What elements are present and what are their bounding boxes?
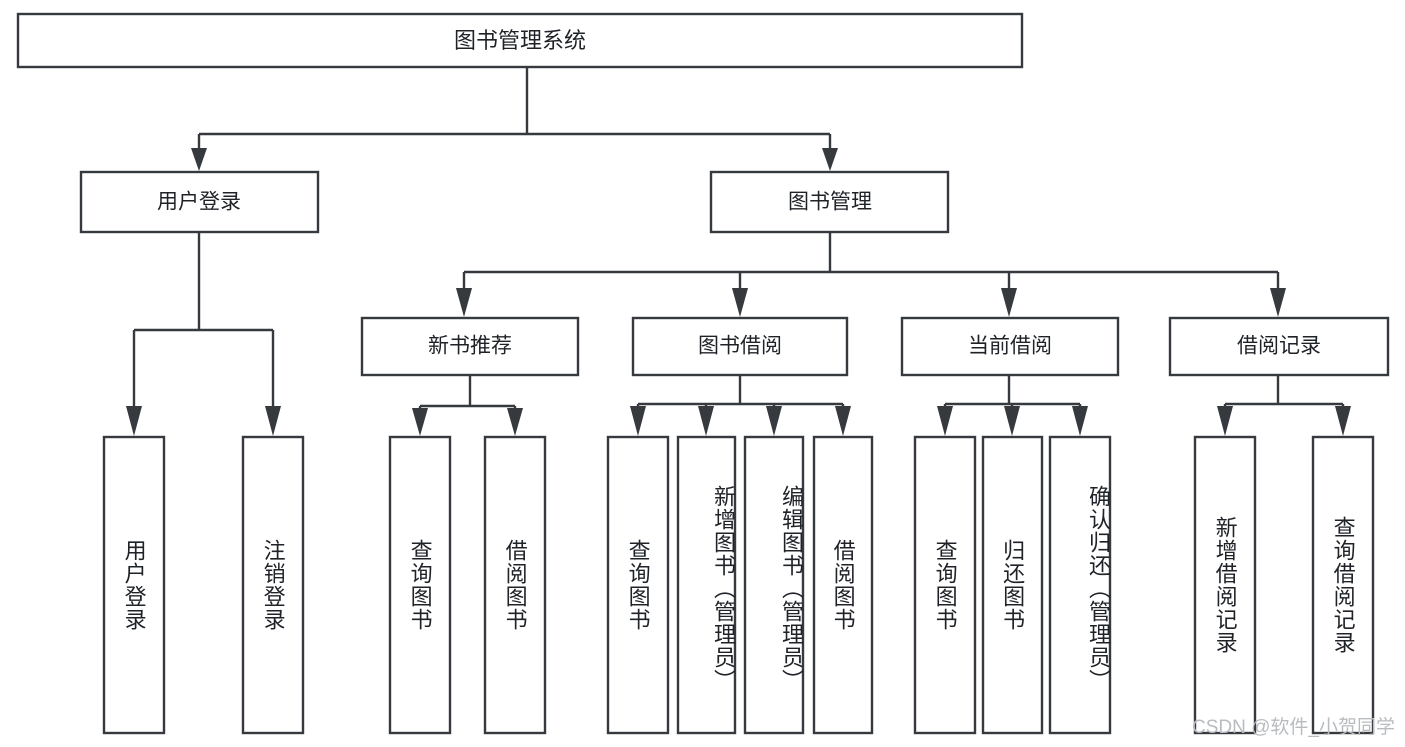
leaf-boxes [102,435,1375,735]
node-user-login[interactable]: 用户登录 [79,170,320,234]
node-user-login-box[interactable] [79,170,320,234]
leaf-user-login-box[interactable] [102,435,166,735]
node-current-borrow-box[interactable] [900,316,1120,377]
arrowhead-leaf-user-login [126,406,142,436]
connector-group-borrow-record [1217,375,1351,436]
csdn-watermark: CSDN @软件_小贺同学 [1192,717,1395,738]
node-user-login-label: 用户登录 [157,191,241,214]
arrowhead-to-book-borrow [732,288,748,317]
leaf-borrow-book-1-box[interactable] [483,435,547,735]
leaf-query-record-box[interactable] [1311,435,1375,735]
node-book-manage-box[interactable] [709,170,950,234]
connector-group-book-borrow [630,375,851,436]
arrowhead-leaf-edit-book [766,406,782,436]
arrowhead-to-book-manage [822,148,838,171]
node-book-manage[interactable]: 图书管理 [709,170,950,234]
leaf-query-book-3-box[interactable] [913,435,977,735]
arrowhead-leaf-query-record [1335,406,1351,436]
node-root-label: 图书管理系统 [454,28,586,53]
arrowhead-leaf-borrow-book-2 [835,406,851,436]
node-root[interactable]: 图书管理系统 [16,12,1024,69]
node-book-manage-label: 图书管理 [788,191,872,214]
connector-group-root [191,67,838,171]
leaf-logout-box[interactable] [241,435,305,735]
node-new-book-rec[interactable]: 新书推荐 [360,316,580,377]
leaf-confirm-return-box[interactable] [1048,435,1112,735]
arrowhead-leaf-query-book-2 [630,406,646,436]
node-borrow-record-label: 借阅记录 [1237,335,1321,358]
leaf-borrow-book-2-box[interactable] [812,435,874,735]
node-book-borrow[interactable]: 图书借阅 [631,316,849,377]
leaf-edit-book-box[interactable] [743,435,805,735]
arrowhead-leaf-query-book-1 [412,408,428,436]
node-new-book-rec-box[interactable] [360,316,580,377]
leaf-query-book-1-box[interactable] [388,435,452,735]
node-new-book-rec-label: 新书推荐 [428,335,512,358]
leaf-query-book-2-box[interactable] [606,435,670,735]
node-current-borrow[interactable]: 当前借阅 [900,316,1120,377]
arrowhead-leaf-borrow-book-1 [507,408,523,436]
arrowhead-leaf-query-book-3 [937,406,953,436]
node-book-borrow-label: 图书借阅 [698,335,782,358]
arrowhead-leaf-add-book [698,406,714,436]
arrowhead-leaf-confirm-return [1072,406,1088,436]
node-book-borrow-box[interactable] [631,316,849,377]
leaf-add-book-box[interactable] [676,435,737,735]
node-borrow-record-box[interactable] [1168,316,1390,377]
arrowhead-to-current-borrow [1001,288,1017,317]
node-current-borrow-label: 当前借阅 [968,335,1052,358]
node-borrow-record[interactable]: 借阅记录 [1168,316,1390,377]
node-root-box[interactable] [16,12,1024,69]
arrowhead-leaf-logout [265,406,281,436]
arrowhead-to-borrow-record [1270,288,1286,317]
arrowhead-leaf-return-book [1004,406,1020,436]
connector-group-book-manage [456,232,1286,317]
connector-group-current-borrow [937,375,1088,436]
leaf-add-record-box[interactable] [1193,435,1257,735]
connector-group-new-book-rec [412,375,523,436]
leaf-return-book-box[interactable] [981,435,1044,735]
arrowhead-to-new-book-rec [456,288,472,317]
connector-group-user-login [126,232,281,436]
arrowhead-to-user-login [191,148,207,171]
arrowhead-leaf-add-record [1217,406,1233,436]
